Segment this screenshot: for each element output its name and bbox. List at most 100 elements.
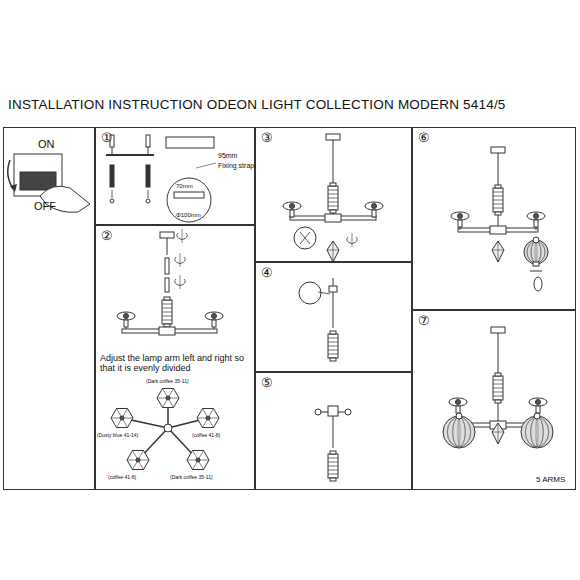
holder-stem xyxy=(458,220,462,227)
holder-knob xyxy=(212,314,217,319)
detail-wire xyxy=(300,232,310,244)
bulb-socket xyxy=(533,262,539,266)
color-label: (Dark coffee 35-11) xyxy=(170,475,213,481)
body-cap xyxy=(164,297,170,300)
body-ring xyxy=(162,312,172,313)
body-ring xyxy=(328,466,338,467)
shade-rib xyxy=(453,417,466,447)
body-ring xyxy=(328,198,338,199)
body-ring xyxy=(328,474,338,475)
lamp-top-view xyxy=(157,388,179,407)
shade-rib xyxy=(525,417,548,447)
body-ring xyxy=(162,308,172,309)
connector xyxy=(329,286,337,292)
lamp-center xyxy=(206,416,210,420)
rotate-axis xyxy=(180,275,181,289)
canopy xyxy=(326,134,340,140)
body-ring xyxy=(328,350,338,351)
lamp-center xyxy=(120,416,124,420)
screw xyxy=(112,190,113,198)
shade-cap xyxy=(456,413,462,419)
body-ring xyxy=(328,194,338,195)
shade-cap xyxy=(533,237,539,243)
step-number: ② xyxy=(101,229,113,244)
screw xyxy=(148,190,149,198)
rod xyxy=(498,333,499,373)
step-number: ⑤ xyxy=(261,376,273,391)
screw-head xyxy=(345,409,351,415)
body-ring xyxy=(493,196,503,197)
body-ring xyxy=(493,392,503,393)
glass-shade xyxy=(521,416,553,448)
body-ring xyxy=(493,384,503,385)
center-body xyxy=(328,186,338,210)
step-panel: ③ xyxy=(255,127,412,262)
body-cap xyxy=(330,183,336,186)
center-body xyxy=(328,454,338,478)
lamp-holder xyxy=(451,212,469,220)
glass-shade xyxy=(524,240,548,264)
body-cap xyxy=(495,185,501,188)
leader-line xyxy=(196,163,216,168)
step-number: ⑦ xyxy=(418,314,430,329)
lamp-top-view xyxy=(127,450,149,469)
dimension: Φ100mm xyxy=(176,212,201,219)
body-cap xyxy=(495,373,501,376)
ceiling-plate xyxy=(167,178,211,222)
fixing-ring xyxy=(530,271,542,272)
holder-knob xyxy=(458,214,463,219)
holder-stem xyxy=(456,406,460,413)
detail-circle xyxy=(294,227,316,249)
detail-wire xyxy=(300,232,310,244)
body-ring xyxy=(328,354,338,355)
holder-knob xyxy=(124,314,129,319)
canopy xyxy=(491,327,505,333)
shade-rib xyxy=(535,241,537,263)
lamp-top-view xyxy=(187,450,209,469)
step-panel: ⑤ xyxy=(255,372,412,490)
shade-rib xyxy=(531,417,544,447)
shade-rib xyxy=(525,417,548,447)
shade-rib xyxy=(453,417,466,447)
body-cap xyxy=(330,478,336,481)
holder-stem xyxy=(290,210,294,217)
shade-rib xyxy=(458,417,460,447)
rotate-axis xyxy=(180,253,181,267)
rotate-axis xyxy=(182,229,183,243)
lamp-center xyxy=(136,458,140,462)
rod xyxy=(333,140,334,183)
holder-knob xyxy=(372,204,377,209)
hub-top-view xyxy=(164,424,172,432)
rod xyxy=(167,238,168,255)
body-ring xyxy=(162,304,172,305)
step-panel: ① xyxy=(95,127,255,225)
center-body xyxy=(162,300,172,324)
color-label: (Dark coffee 35-11) xyxy=(146,379,189,385)
body-cap xyxy=(495,400,501,403)
washer xyxy=(146,199,150,203)
shade-rib xyxy=(447,417,470,447)
shade-rib xyxy=(447,417,470,447)
lamp-holder xyxy=(527,212,545,220)
holder-knob xyxy=(536,400,541,405)
dimension: 70mm xyxy=(176,183,193,190)
lamp-top-view xyxy=(111,408,133,427)
holder-stem xyxy=(536,406,540,413)
body-cap xyxy=(330,331,336,334)
body-ring xyxy=(328,338,338,339)
body-ring xyxy=(328,190,338,191)
holder-knob xyxy=(456,400,461,405)
canopy xyxy=(328,406,338,416)
rod-segment xyxy=(165,278,169,292)
holder-knob xyxy=(290,204,295,209)
shade-rib xyxy=(536,417,538,447)
holder-stem xyxy=(212,320,216,327)
rotate-axis xyxy=(352,233,353,247)
body-ring xyxy=(328,342,338,343)
dimension: 95mm xyxy=(218,152,237,160)
step-number: ① xyxy=(101,131,113,146)
screw-shaft xyxy=(148,147,149,155)
